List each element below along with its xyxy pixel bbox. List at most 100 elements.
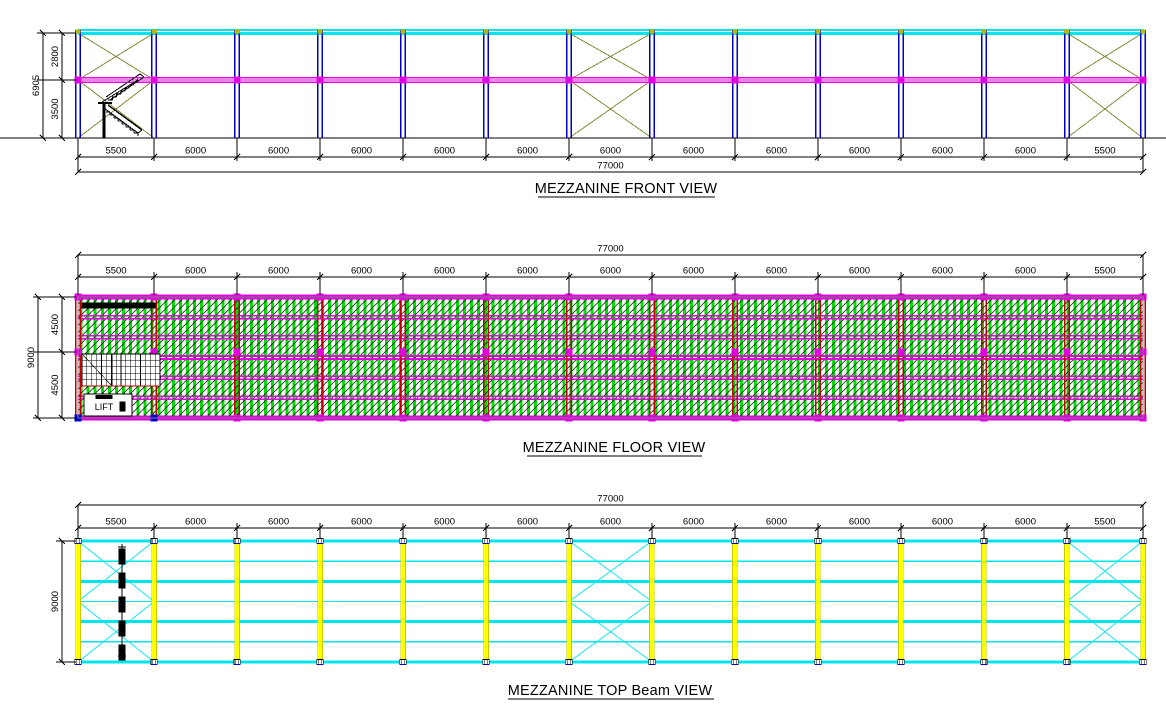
hatch-line [574, 297, 696, 418]
dim-label-overall-depth: 9000 [50, 591, 61, 612]
hatch-line [815, 297, 938, 418]
dim-label-bay: 6000 [185, 266, 206, 277]
dim-label-bay: 6000 [600, 517, 621, 528]
hatch-line [979, 297, 1101, 418]
grid-node [565, 348, 573, 356]
dimension-tick [34, 414, 42, 422]
beam-connection-node [316, 538, 324, 544]
column-cap [981, 29, 987, 34]
hatch-line [737, 297, 860, 418]
deck-outline [77, 296, 1144, 419]
column-cap [1064, 29, 1070, 34]
dim-label-bay: 6000 [351, 146, 372, 157]
dimension-tick [565, 273, 573, 281]
hatch-line [290, 297, 412, 418]
hatch-line [120, 297, 242, 418]
hatch-line [361, 297, 483, 418]
hatch-line [112, 297, 235, 418]
hatch-line [1028, 303, 1143, 418]
hatch-line [1000, 297, 1122, 418]
topbeam-horizontal-beams [78, 539, 1143, 664]
stair-handrail [103, 107, 139, 134]
hatch-line [325, 297, 448, 418]
dimension-tick [39, 29, 47, 37]
dim-label-bay: 6000 [600, 146, 621, 157]
dim-label-lower-height: 3500 [50, 98, 61, 119]
dimension-tick [482, 153, 490, 161]
column-node [316, 76, 324, 84]
stair-tread-marker [118, 596, 126, 613]
dim-label-bay: 6000 [351, 266, 372, 277]
dim-label-total-span: 77000 [597, 494, 623, 505]
dimension-tick [316, 153, 324, 161]
hatch-line [673, 297, 796, 418]
brace-diagonal [77, 540, 155, 602]
hatch-line [78, 297, 79, 298]
brace-diagonal [77, 79, 155, 139]
brace-diagonal [1066, 601, 1144, 663]
hatch-line [254, 297, 377, 418]
hatch-line [389, 297, 512, 418]
dimension-tick [74, 168, 82, 176]
beam-connection-node [731, 659, 739, 665]
stair-tread-marker [118, 548, 126, 565]
stair-stringer [101, 79, 139, 103]
dimension-tick [648, 273, 656, 281]
floor-hatch [78, 297, 1166, 418]
view-title-topbeam: MEZZANINE TOP Beam VIEW [508, 683, 713, 699]
brace-diagonal [568, 540, 653, 602]
column-node [980, 76, 988, 84]
hatch-line [78, 297, 128, 348]
hatch-line [269, 297, 391, 418]
hatch-line [496, 297, 618, 418]
column-cap [1140, 29, 1146, 34]
hatch-line [538, 297, 661, 418]
deck-background [78, 297, 1143, 418]
hatch-line [680, 297, 803, 418]
dimension-tick [1139, 168, 1147, 176]
grid-node [980, 348, 988, 356]
hatch-line [368, 297, 491, 418]
hatch-line [851, 297, 973, 418]
dimension-tick [1063, 273, 1071, 281]
hatch-line [950, 297, 1073, 418]
grid-node [233, 348, 241, 356]
dim-label-bay: 6000 [1015, 266, 1036, 277]
dim-label-bay: 6000 [185, 146, 206, 157]
view-title-floor: MEZZANINE FLOOR VIEW [523, 440, 706, 456]
beam-connection-node [1063, 538, 1071, 544]
dim-label-bay: 6000 [517, 517, 538, 528]
beam-connection-node [316, 659, 324, 665]
hatch-line [283, 297, 405, 418]
dim-label-bay: 6000 [434, 266, 455, 277]
dim-label-bay: 6000 [600, 266, 621, 277]
hatch-line [1157, 297, 1166, 418]
dim-label-bay: 6000 [766, 266, 787, 277]
hatch-line [1078, 353, 1143, 418]
hatch-line [794, 297, 917, 418]
column-cap [151, 29, 157, 34]
beam-connection-node [897, 659, 905, 665]
dimension-tick [399, 273, 407, 281]
hatch-line [503, 297, 625, 418]
dimension-tick [58, 658, 66, 666]
hatch-line [929, 297, 1051, 418]
dimension-tick [58, 414, 66, 422]
hatch-line [1114, 388, 1143, 418]
floor-beams-horizontal [78, 294, 1143, 421]
hatch-line [162, 297, 285, 418]
front-top-beam [78, 28, 1143, 36]
hatch-line [78, 297, 121, 341]
column-cap [898, 29, 904, 34]
hatch-line [709, 297, 831, 418]
dimension-tick [58, 348, 66, 356]
brace-diagonal [568, 32, 653, 81]
hatch-line [425, 297, 547, 418]
dimension-tick [648, 524, 656, 532]
grid-node [897, 348, 905, 356]
